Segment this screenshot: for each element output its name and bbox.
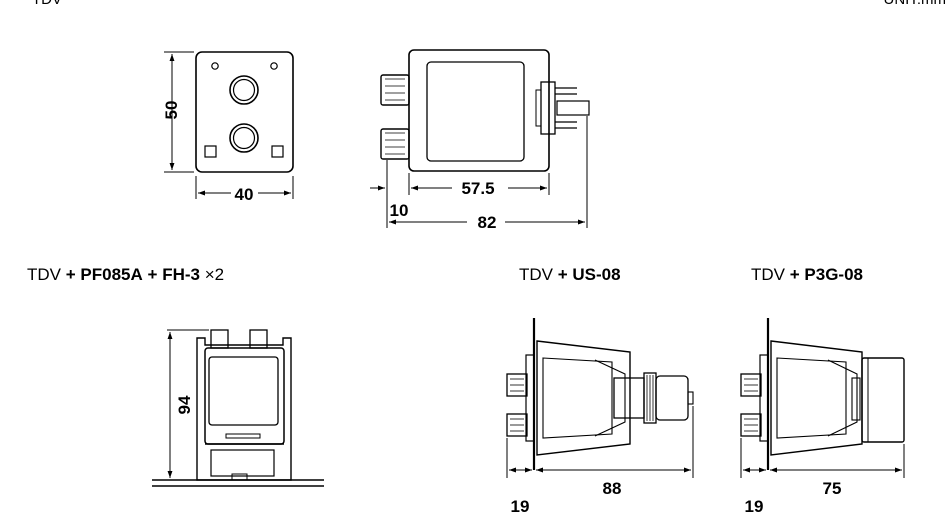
caption-base: TDV bbox=[27, 265, 61, 284]
dim-front-width: 40 bbox=[235, 185, 254, 204]
socket-clip bbox=[594, 359, 626, 437]
socket-tab bbox=[231, 473, 248, 481]
header-fragment-left: TDV bbox=[32, 0, 62, 8]
dim-front-height: 50 bbox=[162, 101, 181, 120]
front-view-body bbox=[195, 51, 294, 173]
socket-lower bbox=[210, 449, 275, 477]
dim-assembly-height: 94 bbox=[175, 395, 194, 414]
side-button-lower bbox=[740, 413, 762, 437]
dim-p3g08-length: 75 bbox=[823, 479, 842, 498]
push-button-upper bbox=[229, 75, 259, 105]
caption-plus: + bbox=[557, 265, 568, 284]
dim-p3g08-panel: 19 bbox=[745, 497, 764, 516]
rear-block-inner bbox=[535, 89, 542, 127]
assembly-us08 bbox=[506, 318, 694, 470]
assembly-face bbox=[208, 356, 279, 426]
assembly-p3g08-dimensions bbox=[740, 438, 905, 478]
terminal-square bbox=[271, 145, 284, 158]
config-caption-pf085a: TDV + PF085A + FH-3 ×2 bbox=[27, 265, 224, 285]
terminal-square bbox=[204, 145, 217, 158]
caption-base: TDV bbox=[751, 265, 785, 284]
mounting-hole bbox=[211, 62, 219, 70]
config-caption-p3g08: TDV + P3G-08 bbox=[751, 265, 863, 285]
side-button-upper bbox=[380, 74, 410, 106]
side-view-face bbox=[426, 61, 525, 162]
socket-shell-inner bbox=[776, 357, 847, 439]
socket-clip bbox=[827, 359, 858, 437]
side-view bbox=[380, 49, 590, 172]
side-button-upper bbox=[740, 373, 762, 397]
rear-block bbox=[540, 81, 556, 135]
caption-part: FH-3 bbox=[162, 265, 200, 284]
side-view-dimensions bbox=[370, 116, 588, 228]
caption-plus: + bbox=[65, 265, 76, 284]
caption-base: TDV bbox=[519, 265, 553, 284]
terminal-strip bbox=[556, 100, 590, 116]
dim-side-body: 57.5 bbox=[461, 179, 494, 198]
socket-shell bbox=[770, 340, 863, 456]
side-button-lower bbox=[380, 128, 410, 160]
side-button-upper bbox=[506, 373, 528, 397]
dim-side-offset: 10 bbox=[390, 201, 409, 220]
caption-plus: + bbox=[789, 265, 800, 284]
caption-part: US-08 bbox=[572, 265, 621, 284]
panel-block bbox=[525, 354, 535, 442]
dim-us08-length: 88 bbox=[603, 479, 622, 498]
socket-slot bbox=[225, 433, 261, 439]
socket-shell bbox=[536, 340, 631, 456]
socket-flange bbox=[851, 377, 861, 421]
caption-suffix: ×2 bbox=[204, 265, 225, 284]
caption-part: PF085A bbox=[80, 265, 143, 284]
dim-side-overall: 82 bbox=[478, 213, 497, 232]
assembly-us08-dimensions bbox=[506, 406, 694, 478]
assembly-pf085a bbox=[152, 329, 324, 487]
push-button-lower-inner bbox=[232, 126, 256, 150]
push-button-upper-inner bbox=[232, 78, 256, 102]
side-view-body bbox=[408, 49, 550, 172]
config-caption-us08: TDV + US-08 bbox=[519, 265, 621, 285]
caption-plus: + bbox=[147, 265, 158, 284]
front-view bbox=[195, 51, 294, 173]
panel-block bbox=[759, 354, 769, 442]
push-button-lower bbox=[229, 123, 259, 153]
front-view-dimensions bbox=[164, 51, 294, 199]
assembly-body bbox=[204, 347, 285, 445]
socket-connector bbox=[613, 377, 645, 419]
caption-part: P3G-08 bbox=[804, 265, 863, 284]
socket-cap bbox=[655, 375, 689, 421]
socket-shell-inner bbox=[542, 357, 613, 439]
side-button-lower bbox=[506, 413, 528, 437]
assembly-pf085a-dimensions bbox=[167, 329, 209, 478]
assembly-p3g08 bbox=[740, 318, 905, 470]
dim-us08-panel: 19 bbox=[511, 497, 530, 516]
mounting-hole bbox=[270, 62, 278, 70]
header-fragment-right: UNIT:mm bbox=[884, 0, 946, 8]
socket-block bbox=[861, 357, 905, 443]
socket-tip bbox=[687, 391, 694, 405]
